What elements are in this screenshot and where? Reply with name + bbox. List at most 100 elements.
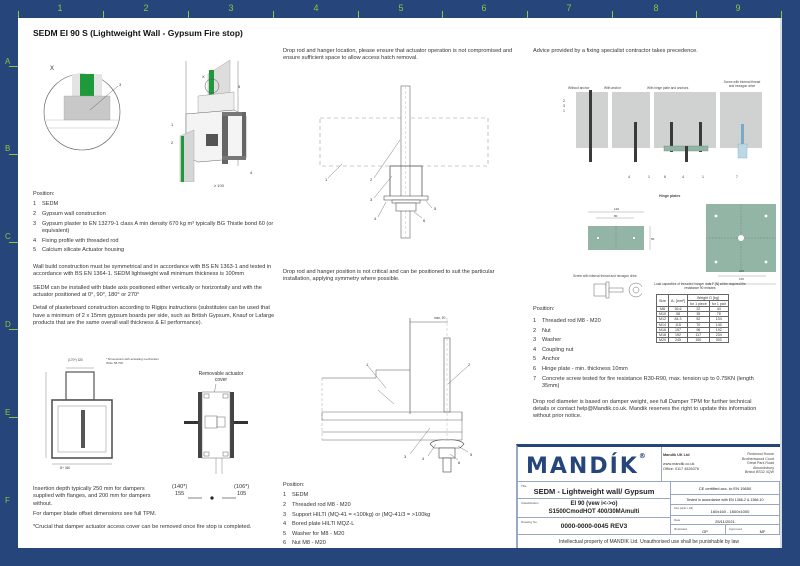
anchor-type-without: Without anchor bbox=[568, 86, 590, 90]
ruler-col-8: 8 bbox=[653, 3, 659, 13]
ruler-col-6: 6 bbox=[481, 3, 487, 13]
svg-text:4: 4 bbox=[628, 175, 630, 179]
column-ruler: 1 2 3 4 5 6 7 8 9 bbox=[18, 0, 782, 18]
svg-text:1: 1 bbox=[171, 122, 174, 127]
page-title: SEDM EI 90 S (Lightweight Wall - Gypsum … bbox=[33, 28, 243, 38]
ruler-row-f: F bbox=[5, 496, 10, 505]
ruler-row-b: B bbox=[5, 144, 11, 153]
drop-rod-diameter-note: Drop rod diameter is based on damper wei… bbox=[533, 398, 757, 420]
company-info: Mandik UK Ltd www.mandik.co.uk Office: 0… bbox=[663, 453, 699, 471]
th-as: Aₛ [mm²] bbox=[668, 294, 688, 307]
svg-text:5: 5 bbox=[434, 206, 437, 211]
svg-text:3: 3 bbox=[119, 82, 122, 87]
insertion-depth-note: Insertion depth typically 250 mm for dam… bbox=[33, 486, 151, 507]
section-note: * Dimensions with actuating mechanism Wr… bbox=[106, 357, 160, 365]
hinge-plates-title: Hinge plates bbox=[659, 194, 681, 198]
right-positions-heading: Position: bbox=[533, 306, 555, 312]
wall-build-note: Wall build construction must be symmetri… bbox=[33, 263, 272, 278]
th-size: Size bbox=[656, 294, 669, 307]
anchor-type-screw: Screw with internal thread and hexagon d… bbox=[723, 80, 761, 88]
crucial-note: *Crucial that damper actuator access cov… bbox=[33, 524, 252, 530]
right-positions-block: Position: bbox=[533, 306, 653, 316]
ruler-row-c: C bbox=[5, 232, 11, 241]
tb-approved: Approved MF bbox=[726, 525, 780, 535]
actuator-cover-drawing bbox=[184, 384, 248, 474]
tb-drawing-no: Drawing No. 0000-0000-0045 REV3 bbox=[518, 518, 671, 535]
drop-rod-location-note: Drop rod and hanger location, please ens… bbox=[283, 48, 513, 62]
detail-x-drawing: X 3 bbox=[43, 66, 122, 151]
svg-text:3: 3 bbox=[563, 104, 565, 108]
ruler-col-7: 7 bbox=[566, 3, 572, 13]
svg-text:80: 80 bbox=[614, 214, 618, 218]
svg-text:1: 1 bbox=[366, 362, 369, 367]
mandik-logo: MANDÍK® bbox=[526, 452, 648, 479]
tb-size: Size (wide x tall) 160x160 - 1600x1000 bbox=[671, 505, 780, 516]
svg-text:1: 1 bbox=[563, 109, 565, 113]
company-address: Redwood House Brotherswood Court Great P… bbox=[742, 452, 774, 475]
svg-text:X: X bbox=[202, 74, 205, 79]
svg-text:6: 6 bbox=[423, 218, 426, 223]
svg-text:50: 50 bbox=[651, 237, 655, 241]
ruler-col-4: 4 bbox=[313, 3, 319, 13]
svg-text:4: 4 bbox=[250, 170, 253, 175]
svg-text:1: 1 bbox=[702, 175, 704, 179]
tb-title: Title SEDM - Lightweight wall/ Gypsum bbox=[518, 482, 671, 499]
svg-text:1: 1 bbox=[325, 177, 328, 182]
blade-axis-note: SEDM can be installed with blade axis po… bbox=[33, 284, 262, 298]
svg-text:1: 1 bbox=[648, 175, 650, 179]
company-website[interactable]: www.mandik.co.uk bbox=[663, 462, 695, 466]
anchor-type-hinge: With hinge plate and anchors bbox=[647, 86, 689, 90]
drawing-title: SEDM - Lightweight wall/ Gypsum bbox=[533, 487, 655, 496]
detail-label: X bbox=[50, 66, 54, 72]
anchor-type-with: With anchor bbox=[604, 86, 622, 90]
blade-offset-note: For damper blade offset dimensions see f… bbox=[33, 511, 157, 517]
offset-left: (140*) 155 bbox=[172, 484, 188, 498]
svg-text:6: 6 bbox=[458, 460, 461, 465]
hinge-dim-100: 100 bbox=[739, 269, 745, 273]
ruler-col-5: 5 bbox=[398, 3, 404, 13]
svg-text:3: 3 bbox=[404, 454, 407, 459]
svg-text:5: 5 bbox=[470, 452, 473, 457]
svg-text:4: 4 bbox=[422, 456, 425, 461]
section-dimension-drawing bbox=[45, 367, 113, 465]
svg-text:7: 7 bbox=[736, 175, 738, 179]
anchor-concrete-blocks: 2 3 1 4 1 6 4 1 7 bbox=[563, 90, 762, 179]
ruler-col-9: 9 bbox=[735, 3, 741, 13]
svg-text:6: 6 bbox=[664, 175, 666, 179]
svg-text:2: 2 bbox=[468, 362, 471, 367]
offset-right: (106*) 105 bbox=[234, 484, 250, 498]
ruler-row-d: D bbox=[5, 320, 11, 329]
title-block-header: MANDÍK® Mandik UK Ltd www.mandik.co.uk O… bbox=[518, 447, 780, 482]
hanger-side-drawing: 1 2 3 4 5 6 bbox=[321, 318, 473, 473]
hinge-plates-drawing: 120 80 50 bbox=[588, 204, 776, 272]
drop-rod-position-note: Drop rod and hanger position is not crit… bbox=[283, 269, 495, 283]
hinge-dim-150: 150 bbox=[739, 277, 745, 281]
svg-text:120: 120 bbox=[614, 207, 619, 211]
ruler-col-3: 3 bbox=[228, 3, 234, 13]
section-width-dim: B+ 360 bbox=[60, 466, 71, 470]
middle-positions-heading: Position: bbox=[283, 482, 305, 488]
svg-text:4: 4 bbox=[374, 216, 377, 221]
row-ruler: A B C D E F bbox=[0, 18, 18, 548]
ruler-col-2: 2 bbox=[143, 3, 149, 13]
hinge-square-dims bbox=[706, 275, 776, 285]
left-positions-heading: Position: bbox=[33, 191, 55, 197]
title-block: MANDÍK® Mandik UK Ltd www.mandik.co.uk O… bbox=[516, 444, 780, 548]
svg-text:2: 2 bbox=[171, 140, 174, 145]
